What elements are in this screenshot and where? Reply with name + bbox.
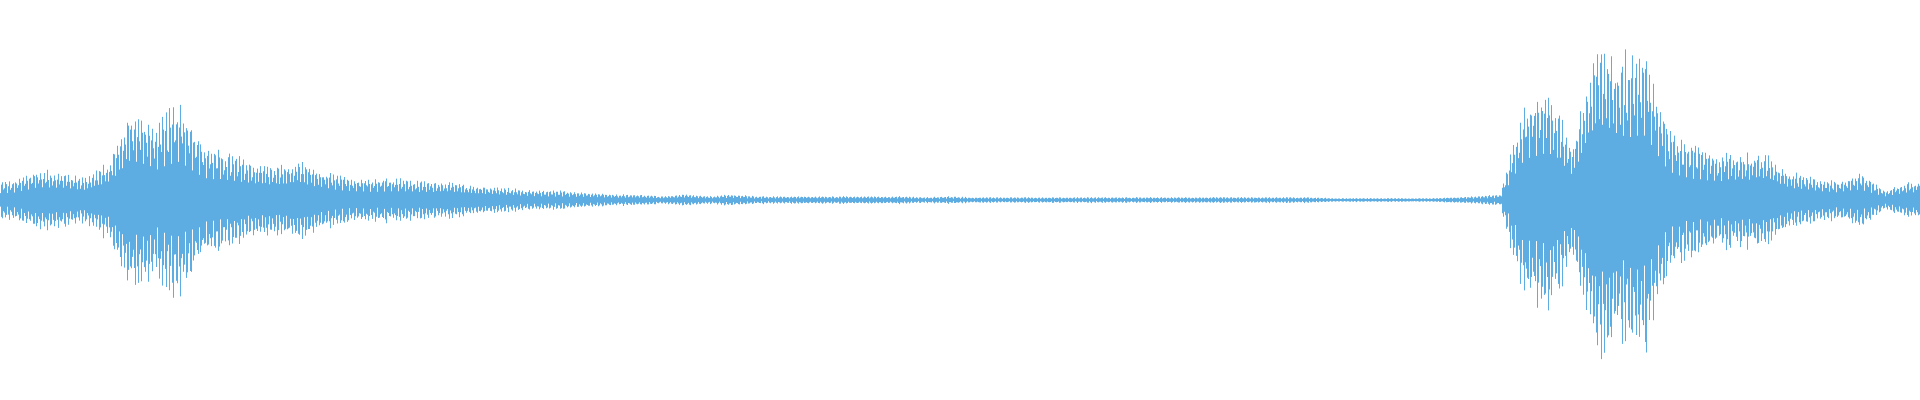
- waveform-path: [0, 49, 1920, 360]
